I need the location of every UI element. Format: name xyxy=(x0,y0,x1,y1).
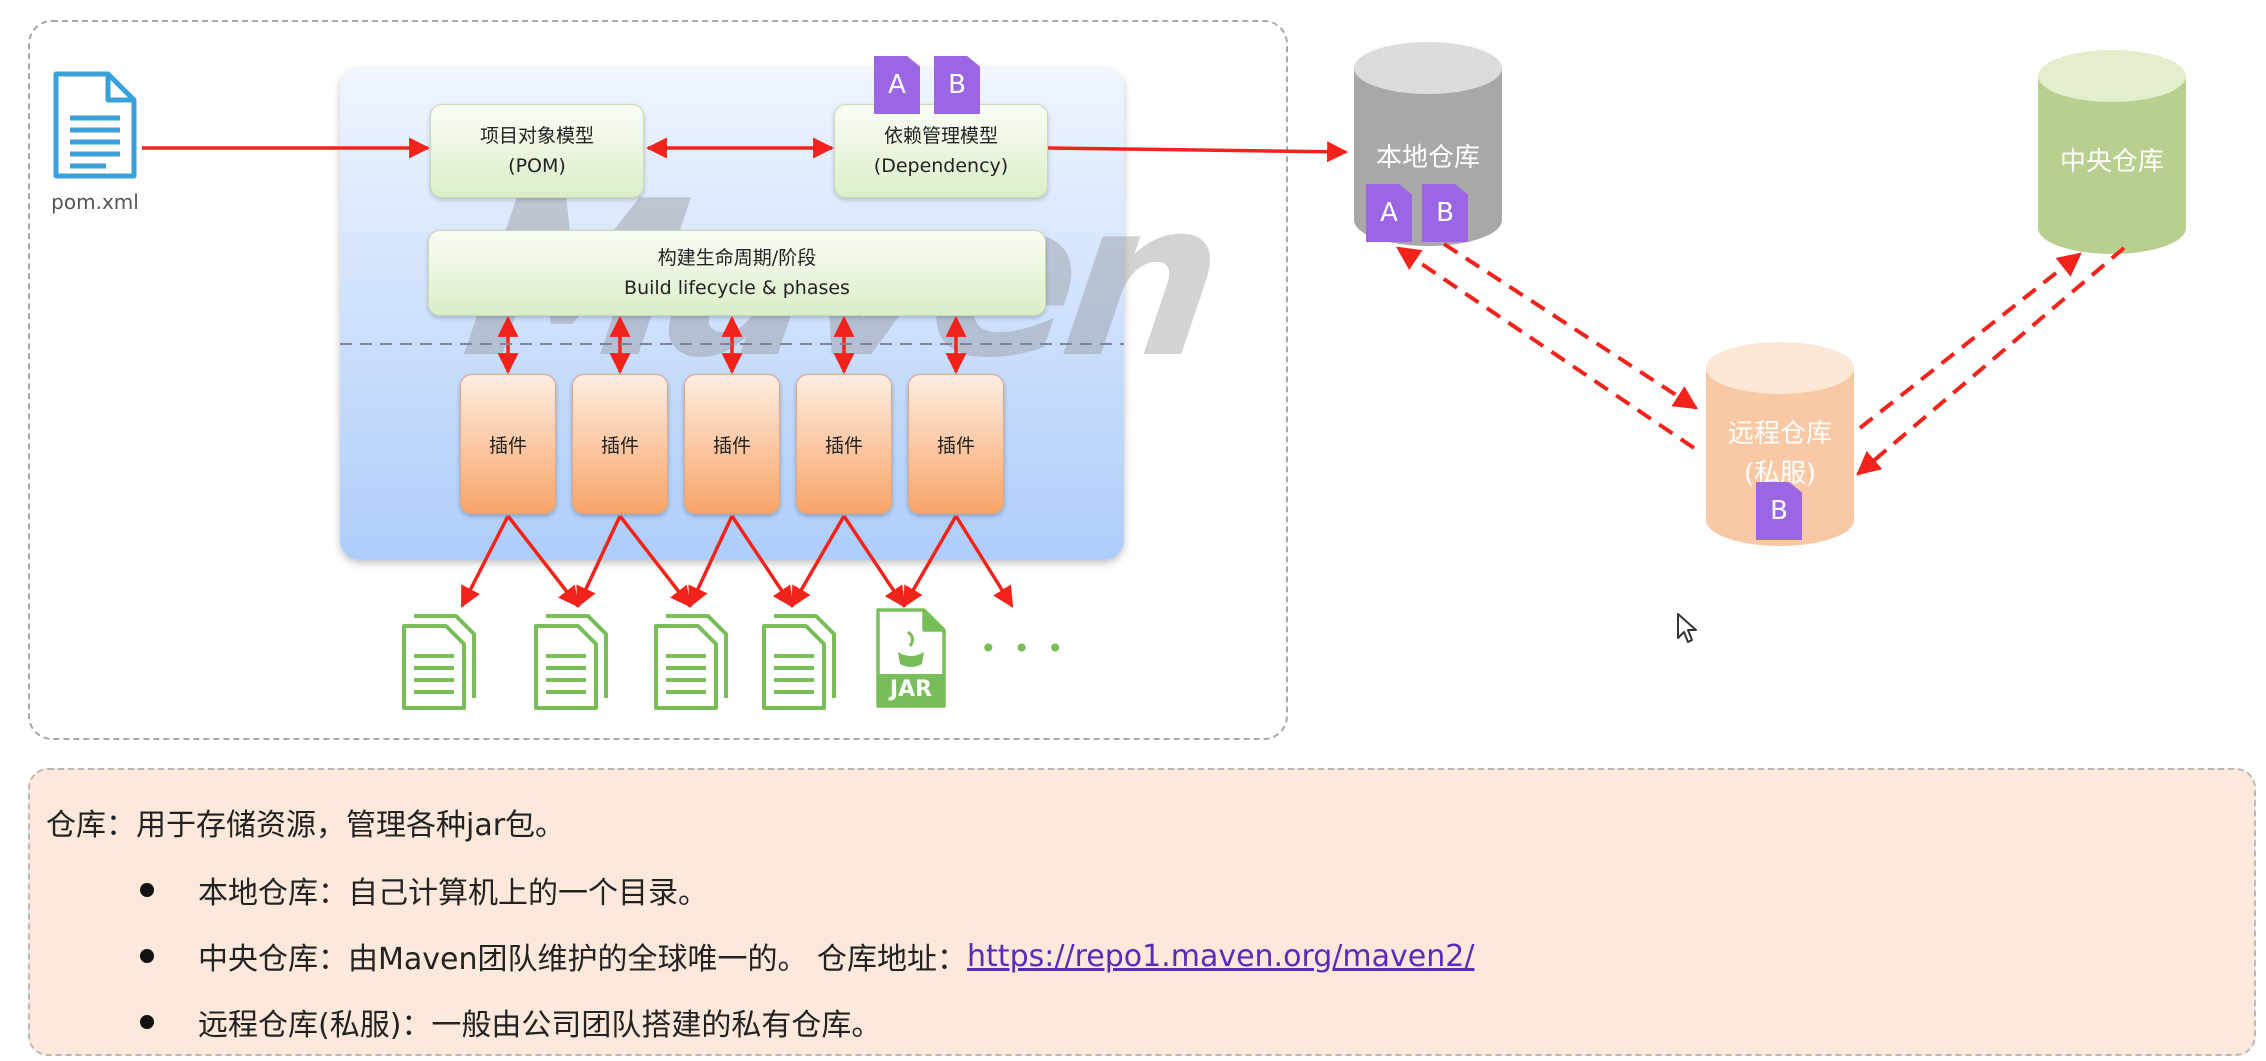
plugin-box: 插件 xyxy=(908,374,1004,514)
pom-model-box: 项目对象模型 (POM) xyxy=(430,104,644,198)
dependency-model-title: 依赖管理模型 xyxy=(883,125,998,147)
central-repo-label: 中央仓库 xyxy=(2059,147,2164,177)
arrow-dependency-to-local xyxy=(1047,141,1349,163)
output-document-icon xyxy=(762,614,836,710)
bullet-dot xyxy=(140,949,154,963)
remote-repo-title: 远程仓库 xyxy=(1727,419,1832,449)
output-document-icon xyxy=(654,614,728,710)
central-repo-url-link[interactable]: https://repo1.maven.org/maven2/ xyxy=(967,938,1475,974)
jar-file-icon xyxy=(876,608,946,708)
local-repo-label: 本地仓库 xyxy=(1375,143,1480,173)
bullet-dot xyxy=(140,1015,154,1029)
central-repo-cylinder xyxy=(2038,50,2186,254)
bullet-text: 中央仓库：由Maven团队维护的全球唯一的。 仓库地址： xyxy=(198,942,968,977)
lifecycle-title: 构建生命周期/阶段 xyxy=(657,247,817,269)
info-heading: 仓库：用于存储资源，管理各种jar包。 xyxy=(46,808,566,843)
bullet-local-repo: 本地仓库：自己计算机上的一个目录。 xyxy=(140,868,708,912)
repository-info-panel: 仓库：用于存储资源，管理各种jar包。 本地仓库：自己计算机上的一个目录。 中央… xyxy=(28,768,2256,1056)
bullet-text: 本地仓库：自己计算机上的一个目录。 xyxy=(198,876,708,911)
dependency-badge-b: B xyxy=(934,56,980,114)
bullet-remote-repo: 远程仓库(私服)：一般由公司团队搭建的私有仓库。 xyxy=(140,1000,881,1044)
more-outputs-ellipsis: • • • xyxy=(980,632,1068,665)
mouse-cursor-icon xyxy=(1677,613,1697,643)
pom-file-label: pom.xml xyxy=(51,190,139,214)
dependency-model-subtitle: (Dependency) xyxy=(873,155,1009,177)
plugin-box: 插件 xyxy=(684,374,780,514)
local-repo-badge-b: B xyxy=(1422,184,1468,242)
bullet-dot xyxy=(140,883,154,897)
output-document-icon xyxy=(534,614,608,710)
output-document-icon xyxy=(402,614,476,710)
lifecycle-subtitle: Build lifecycle & phases xyxy=(624,277,850,299)
pom-model-subtitle: (POM) xyxy=(508,155,566,177)
bullet-text: 远程仓库(私服)：一般由公司团队搭建的私有仓库。 xyxy=(198,1008,882,1043)
dependency-model-box: 依赖管理模型 (Dependency) xyxy=(834,104,1048,198)
bullet-central-repo: 中央仓库：由Maven团队维护的全球唯一的。 仓库地址： https://rep… xyxy=(140,934,1474,978)
diagram-arrows xyxy=(142,137,2126,608)
plugin-box: 插件 xyxy=(572,374,668,514)
remote-repo-cylinder xyxy=(1706,342,1854,546)
dependency-badge-a: A xyxy=(874,56,920,114)
pom-file-icon xyxy=(53,71,137,179)
jar-label: JAR xyxy=(889,677,933,702)
lifecycle-box: 构建生命周期/阶段 Build lifecycle & phases xyxy=(428,230,1046,316)
pom-model-title: 项目对象模型 xyxy=(479,125,594,147)
remote-repo-badge-b: B xyxy=(1756,482,1802,540)
maven-diagram-frame xyxy=(28,20,1288,740)
local-repo-badge-a: A xyxy=(1366,184,1412,242)
plugin-box: 插件 xyxy=(796,374,892,514)
plugin-box: 插件 xyxy=(460,374,556,514)
